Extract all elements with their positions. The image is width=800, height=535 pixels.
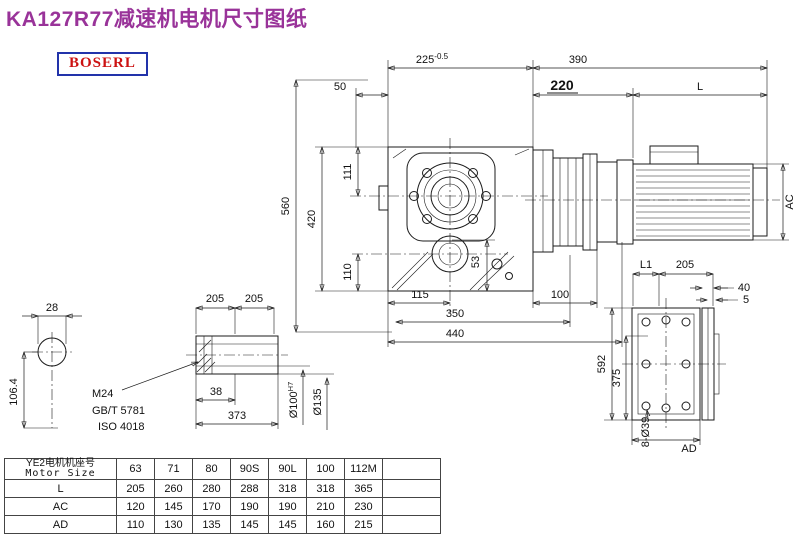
table-header-cell: YE2电机机座号 Motor Size	[4, 458, 117, 480]
dim-225-label: 225-0.5	[416, 52, 449, 66]
size-col-80: 80	[192, 458, 231, 480]
dim-592-label: 592	[596, 355, 608, 373]
table-header-cn: YE2电机机座号	[26, 458, 95, 469]
size-col-empty	[382, 458, 441, 480]
dim-390-label: 390	[569, 54, 587, 66]
thread-spec-iso: ISO 4018	[98, 421, 144, 433]
dim-115-label: 115	[411, 289, 429, 301]
dim-111-label: 111	[342, 164, 354, 181]
dim-AD-label: AD	[681, 443, 696, 455]
dim-38-label: 38	[210, 386, 222, 398]
dim-50-label: 50	[334, 81, 346, 93]
dim-375-label: 375	[611, 369, 623, 387]
dim-205-left-label: 205	[206, 293, 224, 305]
shaft-end-view: 28 106.4	[8, 302, 82, 428]
dim-440-label: 440	[446, 328, 464, 340]
hole-spec-8xd39-label: 8-Ø39	[640, 417, 652, 448]
dim-5-label: 5	[743, 294, 749, 306]
dim-110-label: 110	[342, 263, 354, 281]
size-col-71: 71	[154, 458, 193, 480]
boserl-logo: BOSERL	[57, 52, 148, 76]
gearbox-front-view	[350, 138, 548, 312]
motor-side-view	[525, 145, 780, 253]
dim-L-label: L	[697, 81, 703, 93]
left-dimensions: 560 420 111 110	[280, 80, 392, 332]
dim-L1-label: L1	[640, 259, 652, 271]
dim-dia100h7-label: Ø100H7	[286, 382, 300, 419]
size-col-90s: 90S	[230, 458, 269, 480]
hollow-shaft-section-view: 205 205 38 373 M24 GB/T 5781 ISO 4018	[92, 293, 334, 433]
dim-420-label: 420	[306, 210, 318, 228]
table-header-row: YE2电机机座号 Motor Size 63 71 80 90S 90L 100…	[4, 458, 441, 480]
dim-373-label: 373	[228, 410, 246, 422]
dim-53-label: 53	[470, 256, 482, 268]
dim-560-label: 560	[280, 197, 292, 215]
dim-100-label: 100	[551, 289, 569, 301]
dim-205-flange-label: 205	[676, 259, 694, 271]
dim-350-label: 350	[446, 308, 464, 320]
dim-AC-label: AC	[784, 194, 796, 209]
size-col-112m: 112M	[344, 458, 383, 480]
dim-106-4-label: 106.4	[8, 378, 20, 406]
row-label: L	[4, 479, 117, 498]
size-col-63: 63	[116, 458, 155, 480]
row-label: AC	[4, 497, 117, 516]
table-header-en: Motor Size	[25, 468, 96, 479]
top-dimensions: 225-0.5 390 220 L 50	[334, 52, 767, 168]
size-col-100: 100	[306, 458, 345, 480]
thread-spec-m24: M24	[92, 388, 113, 400]
size-col-90l: 90L	[268, 458, 307, 480]
dim-dia135-label: Ø135	[312, 389, 324, 416]
dim-220-label: 220	[550, 77, 574, 93]
bottom-dimensions: 115 100 53 350 440	[388, 240, 622, 347]
dim-28-label: 28	[46, 302, 58, 314]
table-row-L: L 205 260 280 288 318 318 365	[4, 479, 441, 498]
dim-40-label: 40	[738, 282, 750, 294]
flange-rear-view: L1 205 40 5	[596, 259, 750, 455]
motor-ac-dimension: AC	[753, 164, 796, 240]
thread-spec-gb: GB/T 5781	[92, 405, 145, 417]
motor-size-table: YE2电机机座号 Motor Size 63 71 80 90S 90L 100…	[4, 458, 441, 534]
table-row-AD: AD 110 130 135 145 145 160 215	[4, 515, 441, 534]
dim-205-right-label: 205	[245, 293, 263, 305]
table-row-AC: AC 120 145 170 190 190 210 230	[4, 497, 441, 516]
row-label: AD	[4, 515, 117, 534]
page-title: KA127R77减速机电机尺寸图纸	[6, 8, 308, 31]
